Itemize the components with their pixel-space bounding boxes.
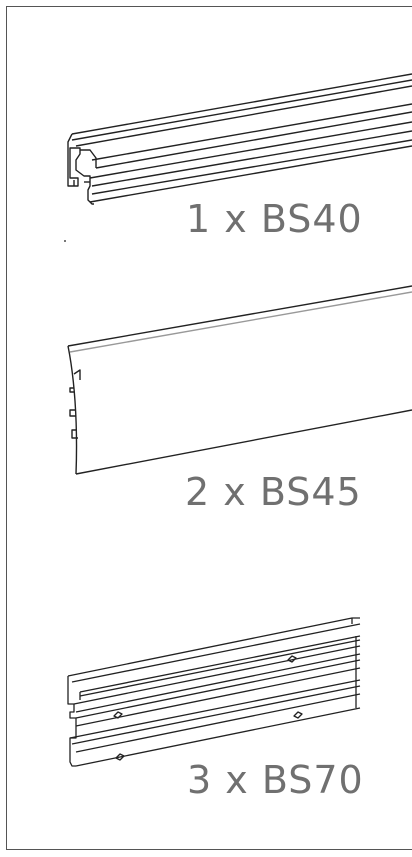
bs70-label: 3 x BS70 xyxy=(187,758,364,802)
bs45-profile-drawing xyxy=(67,285,412,475)
bs70-profile-drawing xyxy=(67,617,361,767)
page-frame xyxy=(6,6,412,850)
part-bs70: 3 x BS70 xyxy=(0,600,412,820)
bs40-label: 1 x BS40 xyxy=(186,197,363,241)
bs45-label: 2 x BS45 xyxy=(185,470,362,514)
part-bs45: 2 x BS45 xyxy=(0,270,412,550)
stray-mark xyxy=(64,240,66,242)
bs40-profile-drawing xyxy=(67,73,412,205)
part-bs40: 1 x BS40 xyxy=(0,0,412,250)
